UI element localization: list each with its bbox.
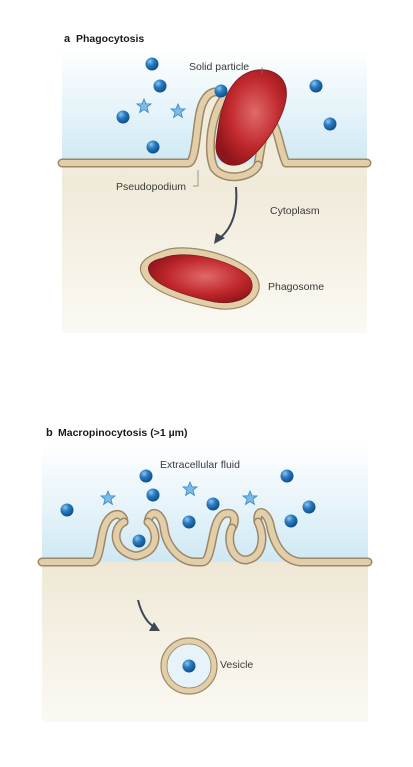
- molecule-icon: [323, 117, 337, 131]
- label-phagosome: Phagosome: [268, 281, 324, 293]
- molecule-icon: [280, 469, 294, 483]
- curved-arrow-icon: [137, 599, 160, 631]
- vesicle: [160, 637, 218, 695]
- molecule-icon: [145, 57, 159, 71]
- panel-b-title: Macropinocytosis (>1 µm): [58, 427, 187, 439]
- molecule-icon: [153, 79, 167, 93]
- cytoplasm-region-b: [42, 562, 368, 722]
- panel-b-letter: b: [46, 427, 53, 439]
- label-vesicle: Vesicle: [220, 659, 253, 671]
- panel-a-title: Phagocytosis: [76, 33, 144, 45]
- molecule-icon: [309, 79, 323, 93]
- molecule-icon: [206, 497, 220, 511]
- molecule-icon: [182, 515, 196, 529]
- label-extracellular-fluid: Extracellular fluid: [160, 459, 240, 471]
- molecule-icon: [60, 503, 74, 517]
- molecule-icon: [116, 110, 130, 124]
- panel-a-letter: a: [64, 33, 71, 45]
- molecule-icon: [302, 500, 316, 514]
- panel-b: b Macropinocytosis (>1 µm) Extracellular…: [37, 427, 373, 722]
- molecule-icon: [132, 534, 146, 548]
- solid-particle: [215, 69, 287, 166]
- label-cytoplasm: Cytoplasm: [270, 205, 320, 217]
- phagosome: [139, 247, 260, 310]
- label-solid-particle: Solid particle: [189, 61, 249, 73]
- molecule-icon: [146, 140, 160, 154]
- molecule-icon: [284, 514, 298, 528]
- molecule-icon: [146, 488, 160, 502]
- molecule-icon: [214, 84, 228, 98]
- molecule-icon: [182, 659, 196, 673]
- panel-a: a Phagocytosis Solid particle Pseudopodi…: [57, 33, 372, 333]
- label-pseudopodium: Pseudopodium: [116, 181, 186, 193]
- molecule-icon: [139, 469, 153, 483]
- curved-arrow-icon: [214, 186, 238, 244]
